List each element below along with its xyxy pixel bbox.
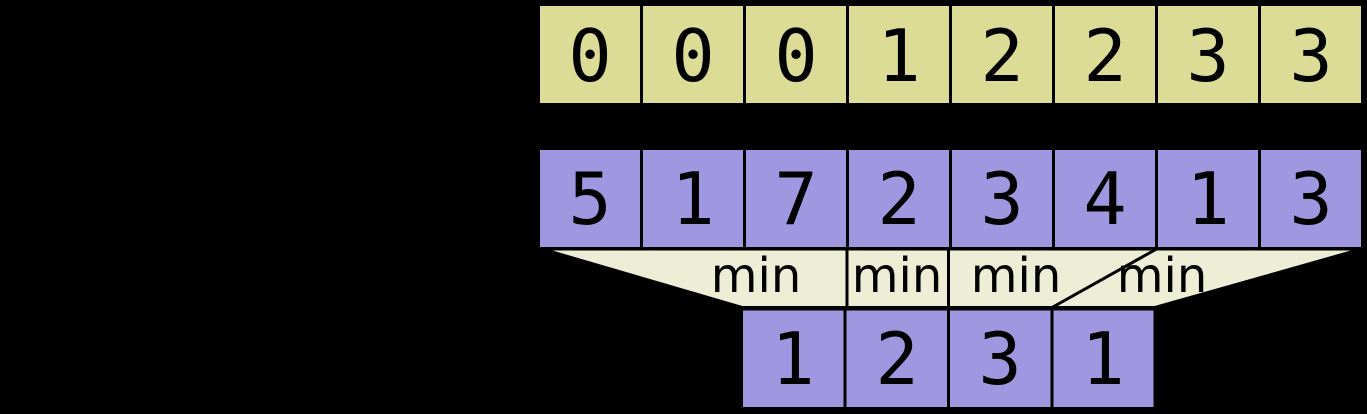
index-cell xyxy=(640,3,746,106)
value-cell xyxy=(537,147,643,250)
value-cell xyxy=(1155,147,1261,250)
minima-cell-text: 1 xyxy=(771,317,814,401)
minima-cell-text: 2 xyxy=(875,317,918,401)
values-row: 5 1 7 2 3 4 1 3 xyxy=(537,147,1364,250)
min-label: min xyxy=(1117,248,1208,304)
minima-row: 1 2 3 1 xyxy=(740,307,1157,410)
index-cell-text: 0 xyxy=(774,14,817,98)
value-cell-text: 1 xyxy=(671,157,714,241)
index-cell xyxy=(537,3,643,106)
minima-cell xyxy=(1050,307,1157,410)
index-cell-text: 1 xyxy=(877,14,920,98)
value-cell-text: 3 xyxy=(1289,157,1332,241)
index-row: 0 0 0 1 2 2 3 3 xyxy=(537,3,1364,106)
index-cell xyxy=(1155,3,1261,106)
index-cell-text: 3 xyxy=(1289,14,1332,98)
index-cell xyxy=(949,3,1055,106)
value-cell-text: 5 xyxy=(568,157,611,241)
index-cell-text: 2 xyxy=(1083,14,1126,98)
value-cell xyxy=(949,147,1055,250)
index-cell xyxy=(1258,3,1364,106)
minima-cell xyxy=(947,307,1054,410)
index-cell xyxy=(846,3,952,106)
index-cell xyxy=(743,3,849,106)
min-label: min xyxy=(852,248,943,304)
value-cell-text: 7 xyxy=(774,157,817,241)
value-cell-text: 3 xyxy=(980,157,1023,241)
value-cell xyxy=(1052,147,1158,250)
value-cell xyxy=(846,147,952,250)
value-cell xyxy=(743,147,849,250)
value-cell-text: 4 xyxy=(1083,157,1126,241)
minima-cell-text: 1 xyxy=(1081,317,1124,401)
value-cell xyxy=(1258,147,1364,250)
value-cell-text: 2 xyxy=(877,157,920,241)
minima-cell xyxy=(843,307,950,410)
index-cell-text: 0 xyxy=(671,14,714,98)
min-label: min xyxy=(711,248,802,304)
min-label: min xyxy=(971,248,1062,304)
minima-cell-text: 3 xyxy=(978,317,1021,401)
index-cell-text: 3 xyxy=(1186,14,1229,98)
funnel-diagonal-divider xyxy=(1051,247,1158,309)
index-cell-text: 2 xyxy=(980,14,1023,98)
value-cell-text: 1 xyxy=(1186,157,1229,241)
index-cell-text: 0 xyxy=(568,14,611,98)
